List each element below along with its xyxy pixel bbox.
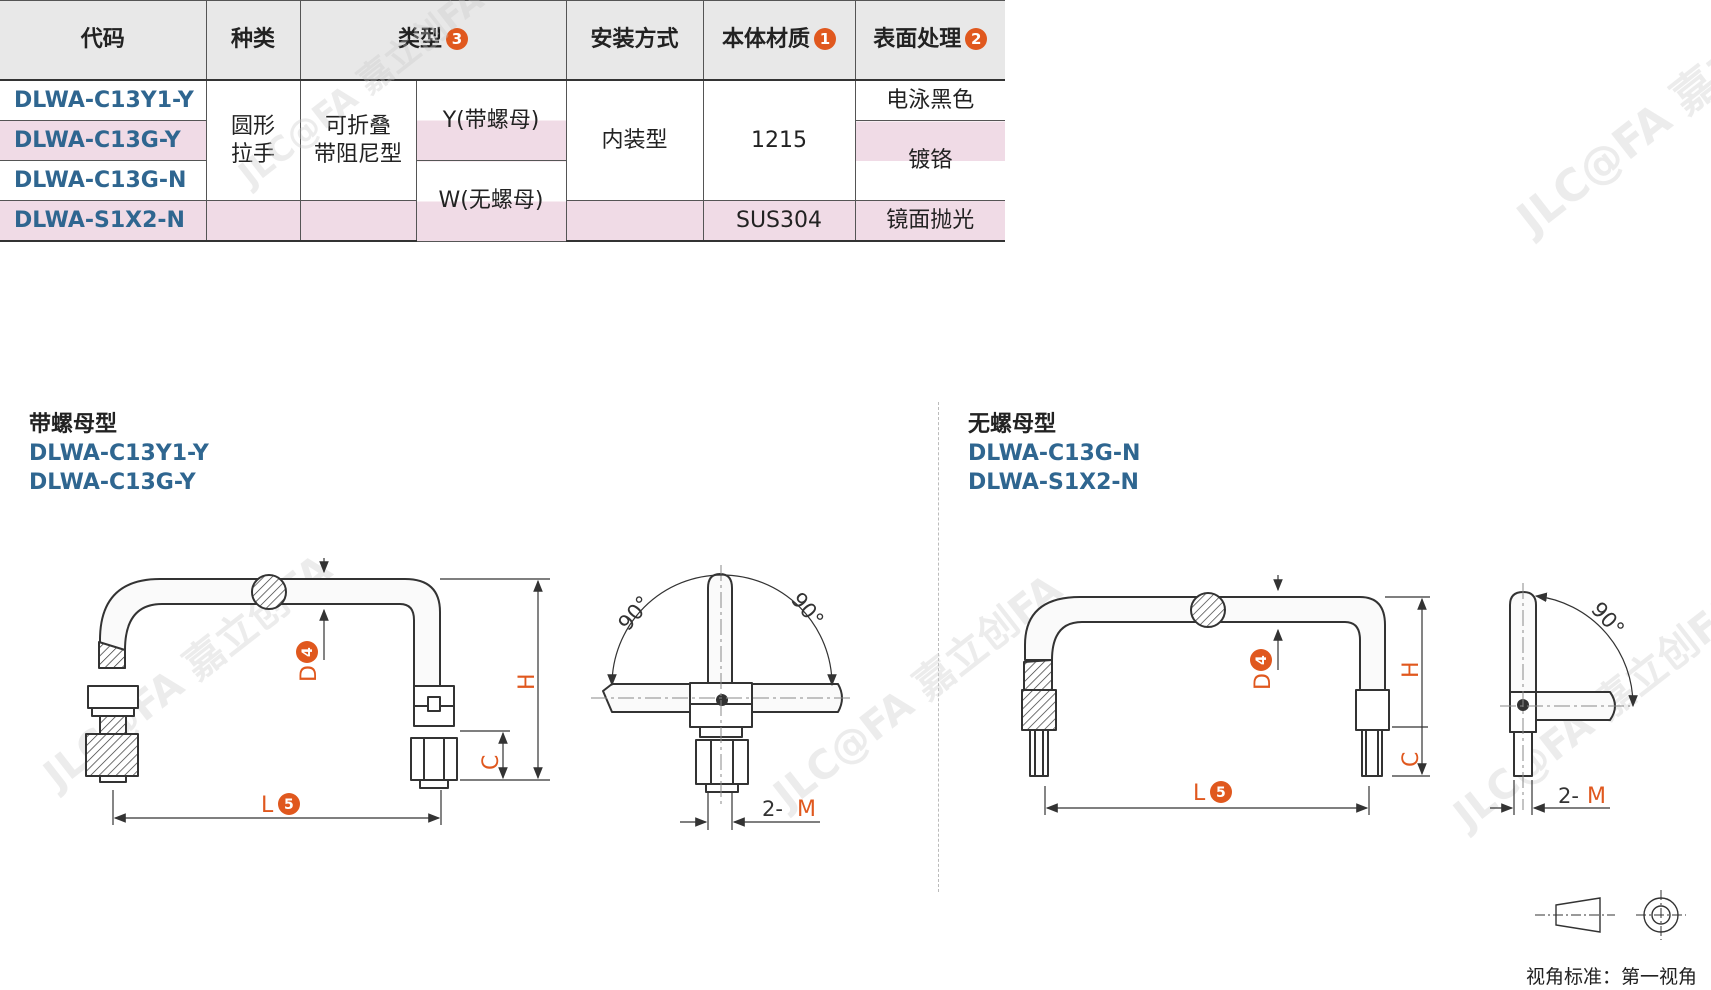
- angle-label: 90°: [613, 591, 655, 635]
- subtype-line-1: 可折叠: [324, 114, 391, 139]
- dim-m-label: M: [1587, 784, 1606, 809]
- mount-cell: 内装型: [565, 79, 704, 201]
- note-badge-3: 3: [446, 28, 468, 51]
- mount-empty-cell: [565, 200, 704, 242]
- dim-c-label: C: [1399, 752, 1424, 767]
- left-caption-code-2: DLWA-C13G-Y: [29, 470, 196, 495]
- surface-cell-1: 电泳黑色: [854, 79, 1005, 121]
- dim-c-label: C: [479, 755, 504, 770]
- dim-m-prefix: 2-: [1558, 784, 1579, 808]
- surface-cell-2: 镀铬: [854, 120, 1005, 201]
- material-main-cell: 1215: [702, 79, 856, 201]
- dim-h-label: H: [515, 673, 540, 690]
- side-view-with-nut: [602, 573, 843, 793]
- table-row: DLWA-C13Y1-Y 圆形拉手 可折叠带阻尼型 Y(带螺母) 内装型 121…: [0, 79, 1005, 201]
- subtype-cell: 可折叠带阻尼型: [299, 79, 417, 201]
- surface-cell-3: 镜面抛光: [854, 200, 1005, 242]
- angle-label: 90°: [1586, 597, 1629, 641]
- dim-d-badge: 4: [1254, 655, 1270, 665]
- projection-label: 视角标准：第一视角: [1526, 966, 1698, 988]
- kind-empty-cell: [205, 200, 301, 242]
- subtype-line-2: 带阻尼型: [313, 141, 402, 167]
- projection-symbol: [1535, 890, 1686, 940]
- dim-m-label: M: [797, 797, 816, 822]
- kind-line-2: 拉手: [230, 141, 275, 167]
- dim-m-prefix: 2-: [762, 797, 783, 821]
- right-caption: 无螺母型 DLWA-C13G-N DLWA-S1X2-N: [968, 410, 1140, 497]
- dim-l-badge: 5: [284, 797, 294, 813]
- left-caption-type: 带螺母型: [29, 412, 118, 437]
- header-mount: 安装方式: [565, 0, 704, 81]
- kind-line-1: 圆形: [230, 114, 275, 139]
- material-ss-cell: SUS304: [702, 200, 856, 242]
- front-view-with-nut: [85, 574, 458, 789]
- code-cell: DLWA-S1X2-N: [0, 200, 207, 242]
- code-cell: DLWA-C13G-N: [0, 160, 207, 201]
- dim-l-label: L: [261, 793, 274, 818]
- dim-d-badge: 4: [300, 647, 316, 657]
- right-caption-code-1: DLWA-C13G-N: [968, 441, 1141, 466]
- dim-l-label: L: [1193, 781, 1206, 806]
- subtype-empty-cell: [299, 200, 417, 242]
- section-divider: [938, 402, 939, 892]
- dim-h-label: H: [1399, 661, 1424, 678]
- kind-cell: 圆形拉手: [205, 79, 301, 201]
- nut-yes-cell: Y(带螺母): [415, 79, 567, 161]
- dim-d-label: D: [297, 665, 322, 682]
- code-cell: DLWA-C13G-Y: [0, 120, 207, 161]
- nut-no-cell: W(无螺母): [415, 160, 567, 242]
- note-badge-1: 1: [814, 28, 836, 51]
- front-view-without-nut: [1021, 592, 1390, 777]
- header-code: 代码: [0, 0, 207, 81]
- angle-label: 90°: [786, 588, 828, 632]
- left-caption-code-1: DLWA-C13Y1-Y: [29, 441, 209, 466]
- note-badge-2: 2: [965, 28, 988, 51]
- table-row: DLWA-C13G-N W(无螺母): [0, 160, 1005, 242]
- right-caption-code-2: DLWA-S1X2-N: [968, 470, 1139, 495]
- dim-d-label: D: [1251, 673, 1276, 690]
- right-caption-type: 无螺母型: [968, 412, 1057, 437]
- left-caption: 带螺母型 DLWA-C13Y1-Y DLWA-C13G-Y: [29, 410, 209, 497]
- dim-l-badge: 5: [1216, 785, 1226, 801]
